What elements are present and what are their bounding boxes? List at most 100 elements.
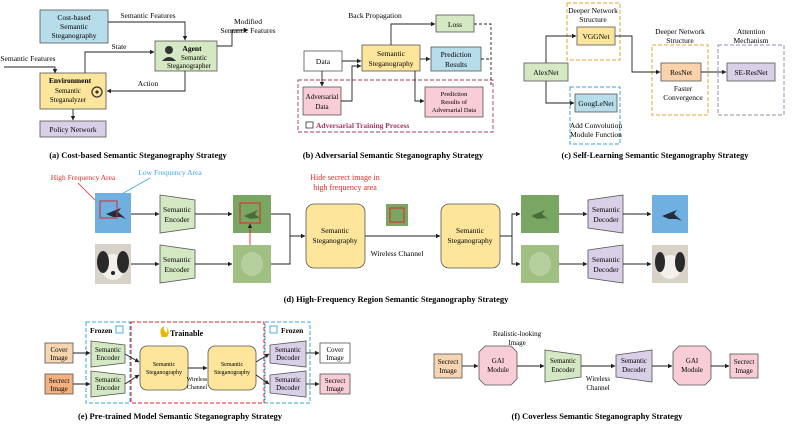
secret-in-l2: Image <box>50 385 68 393</box>
hide-note-2: high frequency area <box>313 183 377 192</box>
enc-bot-l1: Semantic <box>163 255 192 264</box>
deeper1-l1: Deeper Network <box>568 6 618 15</box>
vgg-frame <box>566 2 621 61</box>
lock-icon-left <box>115 325 124 334</box>
label-semantic-features-left: Semantic Features <box>0 54 55 63</box>
seresnet-box <box>726 62 776 82</box>
f-enc-l2: Encoder <box>551 366 575 374</box>
e-encoder-bottom <box>90 370 126 398</box>
data-label: Data <box>316 57 331 66</box>
adv-prediction-box <box>424 86 484 118</box>
pointer-low <box>119 177 151 196</box>
arr-d5 <box>271 213 306 239</box>
arr-d8 <box>500 211 521 237</box>
label-modified-2: Semantic Features <box>220 26 275 35</box>
encoder-bottom <box>159 244 196 284</box>
dec-bot-l1: Semantic <box>592 255 621 264</box>
trainable-frame <box>130 321 265 404</box>
env-title: Environment <box>49 76 92 85</box>
lock-icon-right <box>269 325 278 334</box>
seresnet-label: SE-ResNet <box>734 68 768 77</box>
secret-in-l1: Secrect <box>49 377 70 385</box>
label-modified-1: Modified <box>234 17 262 26</box>
policy-network-label: Policy Network <box>49 125 97 134</box>
faster-l2: Convergence <box>663 93 703 102</box>
f-gai-left <box>478 345 518 386</box>
enc-top-l1: Semantic <box>163 205 192 214</box>
arrow-vgg-to-resnet <box>615 35 661 75</box>
dec-bot-l2: Decoder <box>593 265 619 274</box>
label-semantic-features-top: Semantic Features <box>120 11 175 20</box>
frozen-frame-left <box>85 321 131 404</box>
e-stego2-l2: Steganography <box>214 370 250 376</box>
enc-bot-l2: Encoder <box>165 265 190 274</box>
decoder-bottom <box>587 244 624 284</box>
high-frequency-label: High Frequency Area <box>51 173 116 182</box>
dog-nose <box>111 271 115 275</box>
f-secret-in-l1: Secrect <box>438 358 459 366</box>
feature-highfreq-box <box>239 202 261 224</box>
adversarial-process-frame <box>297 79 494 133</box>
f-secret-out-l2: Image <box>735 367 753 375</box>
deeper1-l2: Structure <box>579 15 607 24</box>
arrow-alex-to-google <box>545 81 575 106</box>
arrow-alex-to-vgg <box>545 33 577 63</box>
e-dec-bot-l1: Semantic <box>275 376 301 384</box>
resnet-frame <box>651 44 709 116</box>
arrow-adv-to-stego <box>341 63 362 102</box>
arr-d9 <box>511 236 521 267</box>
hidden-patch-box <box>389 207 405 223</box>
policy-network-box <box>39 120 107 138</box>
e-stego-2 <box>207 345 257 391</box>
deeper2-l2: Structure <box>666 36 694 45</box>
label-state: State <box>112 42 128 51</box>
addconv-l1: Add Convolution <box>570 121 623 130</box>
adversarial-data-box <box>302 86 342 116</box>
arrow-modified <box>217 27 249 47</box>
e-encoder-top <box>90 340 126 368</box>
output-dog-ear-left <box>655 252 665 272</box>
e-stego2-l1: Semantic <box>221 362 244 368</box>
stego2-l1: Semantic <box>456 226 485 235</box>
agent-sub1: Semantic <box>181 54 207 62</box>
adv-pred-l1: Prediction <box>441 91 468 98</box>
panel-b: Data Semantic Steganography Loss Predict… <box>297 11 494 160</box>
e-stego1-l2: Steganography <box>146 370 182 376</box>
caption-d: (d) High-Frequency Region Semantic Stega… <box>284 294 510 304</box>
caption-f: (f) Coverless Semantic Steganography Str… <box>512 411 684 421</box>
secret-out-l2: Image <box>326 385 344 393</box>
e-dec-top-l1: Semantic <box>275 346 301 354</box>
prediction-results-box <box>430 46 482 72</box>
stego1-l2: Steganography <box>313 236 358 245</box>
airplane-icon <box>106 208 126 219</box>
seresnet-frame <box>717 44 785 116</box>
e-stego1-l1: Semantic <box>153 362 176 368</box>
cover-image-out <box>319 342 351 364</box>
e-channel-l2: Channel <box>187 385 207 391</box>
arrow-state <box>84 49 155 73</box>
agent-title: Agent <box>182 44 202 53</box>
attention-l2: Mechanism <box>734 36 769 45</box>
output-dog-ear-right <box>675 252 685 272</box>
cost-box-l3: Steganography <box>52 31 97 40</box>
backprop-label: Back Propagation <box>348 11 402 20</box>
frozen-right-label: Frozen <box>281 326 304 335</box>
location-pin-dot <box>95 90 99 94</box>
location-pin-icon <box>91 86 103 98</box>
f-realistic-l1: Realistic-looking <box>493 330 542 338</box>
f-encoder <box>544 349 582 383</box>
sem-stego-l1: Semantic <box>377 49 406 58</box>
flame-icon <box>160 326 169 337</box>
stego1-l1: Semantic <box>321 226 350 235</box>
sem-stego-l2: Steganography <box>369 59 414 68</box>
e-stego-1 <box>139 345 189 391</box>
dog-ear-right <box>117 251 129 273</box>
cover-out-l2: Image <box>326 354 344 362</box>
decoder-top <box>587 194 624 234</box>
wireless-channel-label: Wireless Channel <box>371 249 424 258</box>
e-dec-bot-l2: Decoder <box>276 384 300 392</box>
e-enc-bot-l2: Encoder <box>96 384 120 392</box>
e-decoder-bottom <box>269 370 307 398</box>
arr-e6 <box>255 353 270 363</box>
pred-l2: Results <box>445 60 467 69</box>
